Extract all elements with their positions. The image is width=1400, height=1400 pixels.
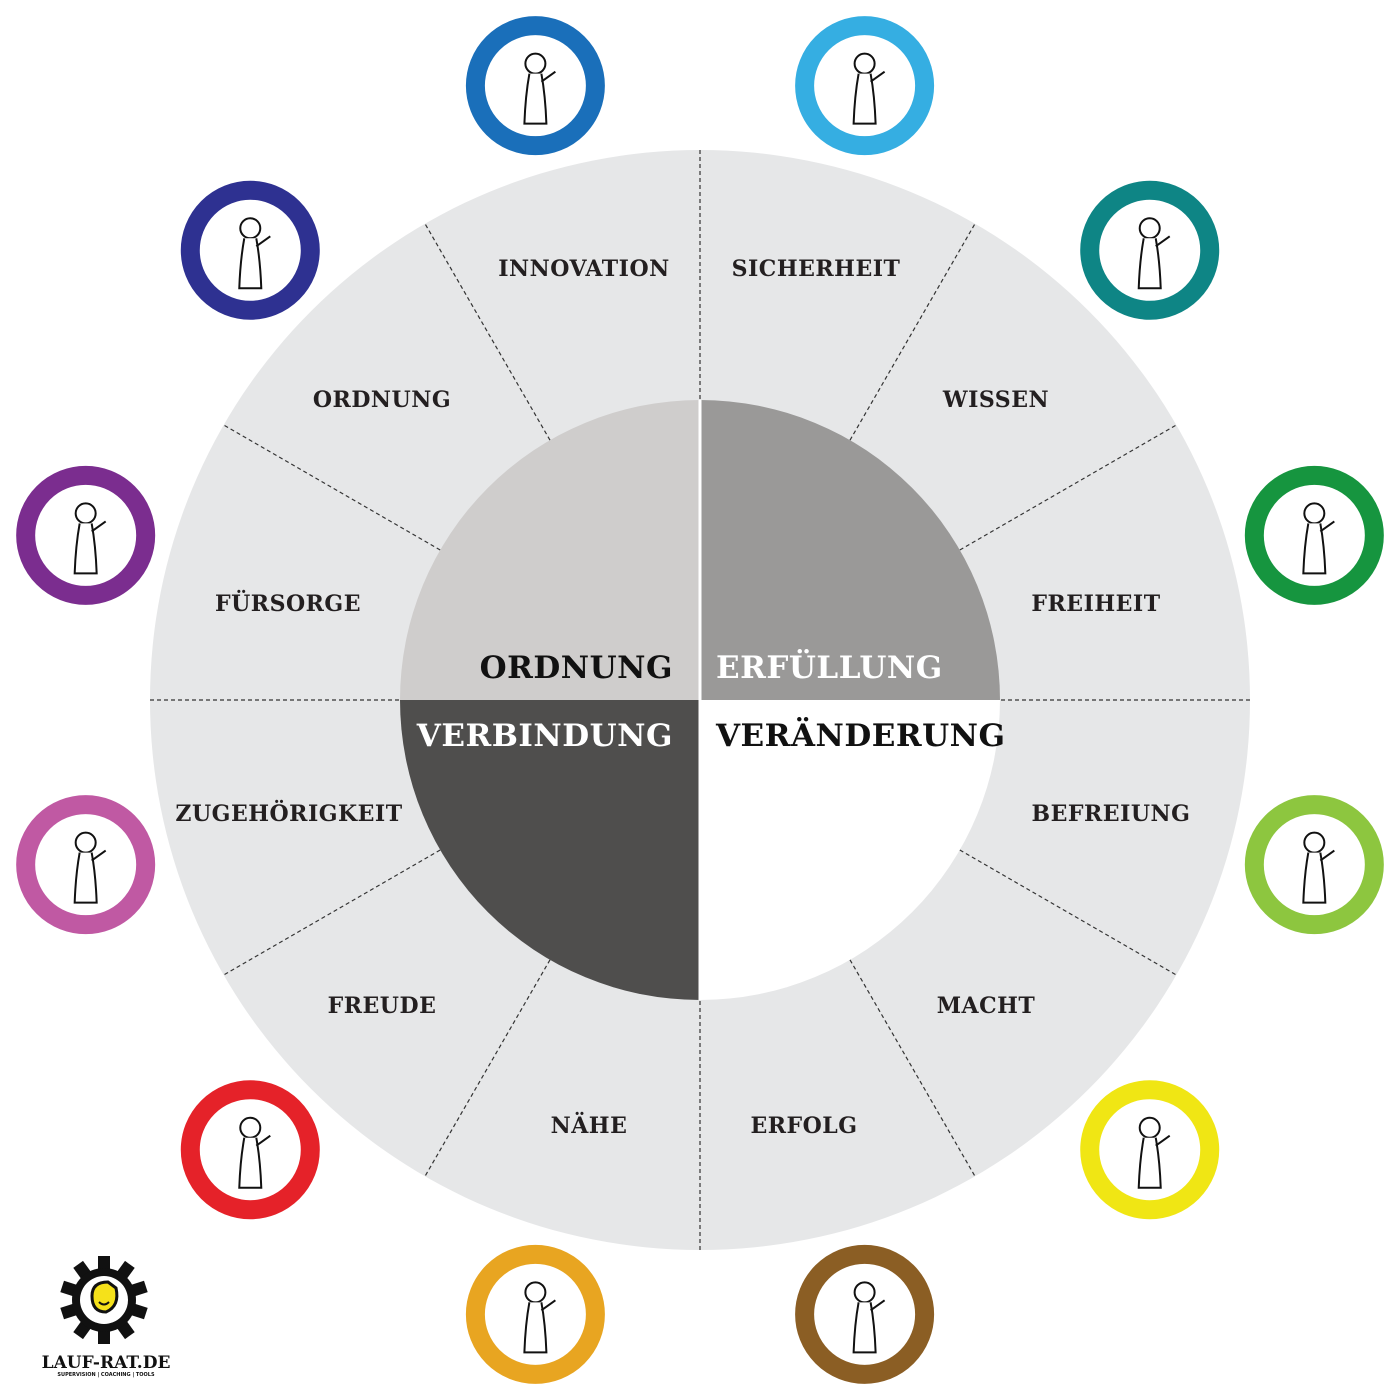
segment-label: BEFREIUNG — [1032, 801, 1191, 827]
segment-label: WISSEN — [942, 387, 1049, 413]
segment-label: FREIHEIT — [1031, 591, 1160, 617]
innovator-icon — [795, 16, 935, 156]
segment-label: ERFOLG — [750, 1113, 857, 1139]
quadrant-label-verbindung: VERBINDUNG — [416, 718, 673, 754]
segment-divider — [221, 423, 441, 551]
segment-divider — [423, 959, 551, 1179]
gear-icon — [60, 1256, 148, 1344]
magician-icon — [795, 1244, 935, 1384]
sage-icon — [1244, 465, 1384, 605]
segment-label: ORDNUNG — [313, 387, 451, 413]
segment-label: FÜRSORGE — [215, 589, 361, 617]
segment-label: ZUGEHÖRIGKEIT — [175, 799, 402, 827]
archetype-icons — [16, 16, 1384, 1384]
segment-divider — [423, 221, 551, 441]
explorer-icon — [1244, 795, 1384, 935]
segment-divider — [221, 849, 441, 977]
segment-label: SICHERHEIT — [732, 256, 901, 282]
quadrant-label-veraenderung: VERÄNDERUNG — [715, 716, 1005, 754]
everyman-icon — [16, 465, 156, 605]
ruler-icon — [465, 16, 605, 156]
segment-label: INNOVATION — [498, 256, 669, 282]
segment-divider — [959, 849, 1179, 977]
quadrant-label-erfuellung: ERFÜLLUNG — [716, 647, 943, 686]
logo-subtitle: SUPERVISION | COACHING | TOOLS — [57, 1372, 155, 1378]
segment-label: FREUDE — [328, 993, 437, 1019]
quadrant-top-left — [400, 400, 700, 700]
segment-divider — [849, 221, 977, 441]
rebel-icon — [1080, 1080, 1220, 1220]
quadrant-bottom-left — [400, 700, 700, 1000]
lover-icon — [180, 1080, 320, 1220]
lightbulb-icon — [90, 1280, 119, 1314]
caregiver-icon — [180, 180, 320, 320]
segment-divider — [849, 959, 977, 1179]
quadrant-bottom-right — [700, 700, 1000, 1000]
jester-icon — [16, 795, 156, 935]
segment-labels: INNOVATION SICHERHEIT WISSEN FREIHEIT BEFREI… — [175, 256, 1190, 1139]
segment-label: MACHT — [937, 993, 1036, 1019]
innocent-icon — [1080, 180, 1220, 320]
logo-title: LAUF-RAT.DE — [42, 1353, 171, 1373]
quadrant-label-ordnung: ORDNUNG — [480, 650, 673, 686]
logo: LAUF-RAT.DE SUPERVISION | COACHING | TOO… — [42, 1256, 171, 1378]
hero-icon — [465, 1244, 605, 1384]
quadrant-top-right — [700, 400, 1000, 700]
segment-label: NÄHE — [551, 1111, 628, 1139]
segment-divider — [959, 423, 1179, 551]
